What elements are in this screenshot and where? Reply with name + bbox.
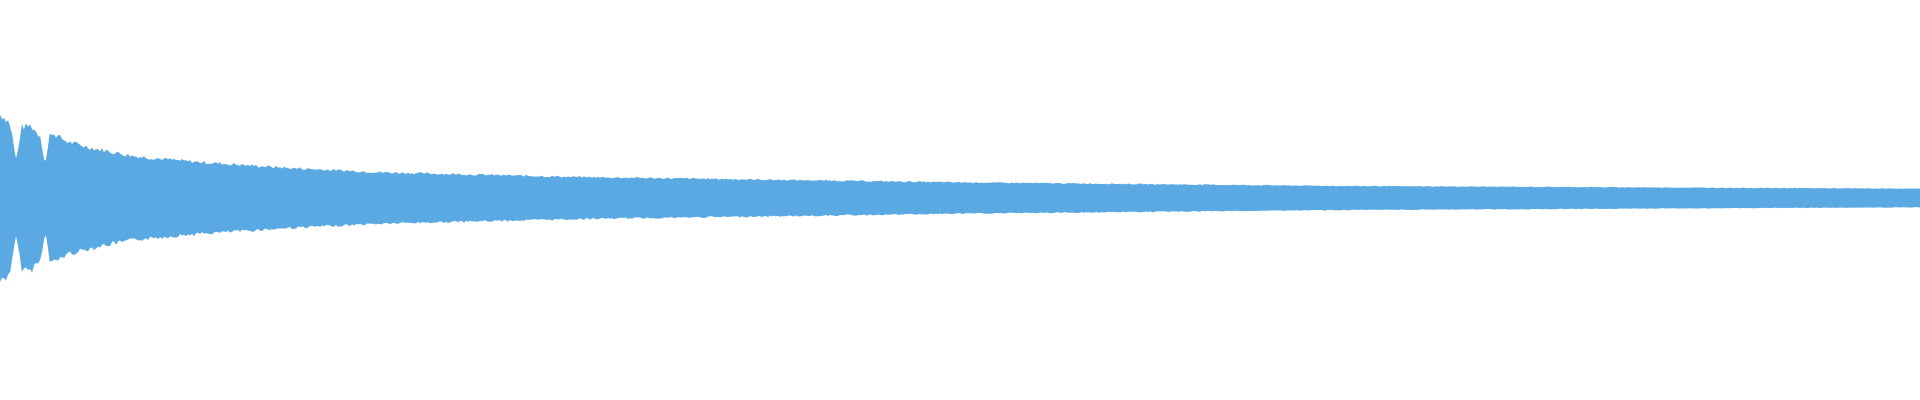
audio-waveform [0,115,1920,282]
